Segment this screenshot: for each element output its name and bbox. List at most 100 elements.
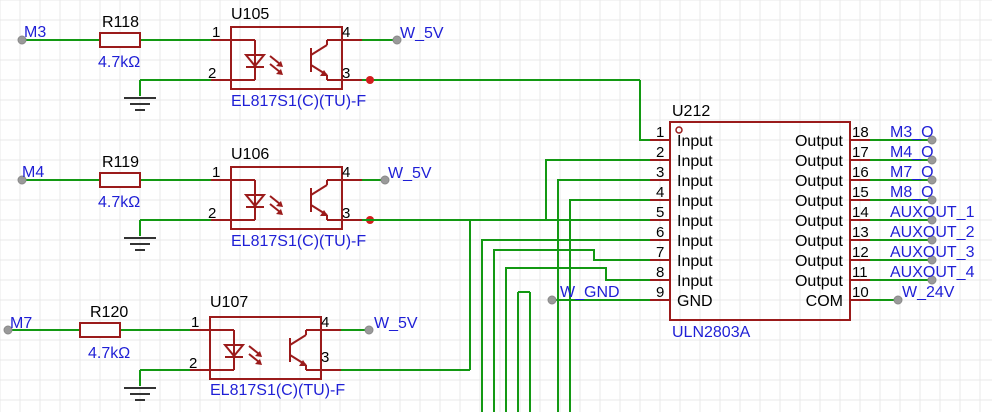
- optocoupler-u105-body[interactable]: [230, 26, 343, 90]
- pin-name: Output: [795, 213, 844, 230]
- supply-net-label: W_5V: [388, 165, 432, 182]
- phototransistor-icon: [310, 39, 342, 81]
- pin-number: 7: [656, 244, 664, 261]
- pin-number: 2: [656, 144, 664, 161]
- interconnect-wires: W_GND: [362, 80, 650, 412]
- pin-number: 10: [852, 284, 869, 301]
- optocoupler-u107-body[interactable]: [209, 316, 322, 380]
- driver-left-pins: 1Input2Input3Input4Input5Input6Input7Inp…: [650, 124, 713, 310]
- optocoupler-u107-block[interactable]: M7 R120 4.7kΩ U107 EL817S1(C)(TU)-F 1 2 …: [3, 294, 470, 401]
- optocoupler-u106-block[interactable]: M4 R119 4.7kΩ U106 EL817S1(C)(TU)-F 1 2 …: [17, 146, 432, 251]
- supply-net-label: W_5V: [374, 315, 418, 332]
- pin-number: 4: [656, 184, 664, 201]
- pin-name: Input: [677, 133, 713, 150]
- net-endpoint[interactable]: [927, 235, 937, 245]
- net-endpoint[interactable]: [17, 175, 27, 185]
- net-endpoint[interactable]: [380, 175, 390, 185]
- ground-icon: [124, 237, 156, 251]
- optocoupler-u106-body[interactable]: [230, 166, 343, 230]
- resistor-r120[interactable]: [79, 322, 121, 338]
- phototransistor-icon: [289, 329, 321, 371]
- pin-number: 3: [656, 164, 664, 181]
- pin-name: GND: [677, 293, 713, 310]
- output-net-label: AUXOUT_2: [890, 224, 975, 241]
- pin-number: 15: [852, 184, 869, 201]
- pin-number: 3: [321, 349, 329, 366]
- net-endpoint[interactable]: [927, 175, 937, 185]
- resistor-ref: R119: [102, 154, 139, 171]
- driver-ic-u212[interactable]: U212 ULN2803A 1Input2Input3Input4Input5I…: [650, 103, 975, 341]
- net-endpoint[interactable]: [17, 35, 27, 45]
- net-endpoint[interactable]: [927, 215, 937, 225]
- pin-number: 4: [321, 314, 329, 331]
- pin-number: 11: [852, 264, 868, 281]
- resistor-r119[interactable]: [99, 172, 141, 188]
- output-net-label: M7_O: [890, 164, 934, 181]
- net-endpoint[interactable]: [927, 255, 937, 265]
- pin-name: Output: [795, 193, 844, 210]
- pin-name: Input: [677, 193, 713, 210]
- pin-name: Output: [795, 173, 844, 190]
- optocoupler-u105-block[interactable]: M3 R118 4.7kΩ U105 EL817S1(C)(TU)-F 1 2 …: [17, 6, 640, 111]
- pin-name: Output: [795, 253, 844, 270]
- net-endpoint[interactable]: [927, 135, 937, 145]
- opto-part: EL817S1(C)(TU)-F: [210, 382, 345, 399]
- junction-dot: [366, 76, 374, 84]
- pin-name: Input: [677, 213, 713, 230]
- input-net-label: M3: [24, 24, 46, 41]
- pin1-marker: [675, 126, 683, 134]
- output-net-label: AUXOUT_4: [890, 264, 975, 281]
- pin-number: 3: [342, 205, 350, 222]
- opto-part: EL817S1(C)(TU)-F: [231, 233, 366, 250]
- led-icon: [231, 39, 283, 81]
- resistor-value: 4.7kΩ: [98, 54, 140, 71]
- net-endpoint[interactable]: [547, 295, 557, 305]
- pin-name: Input: [677, 153, 713, 170]
- resistor-value: 4.7kΩ: [98, 194, 140, 211]
- pin-number: 1: [656, 124, 664, 141]
- input-net-label: M4: [22, 164, 44, 181]
- net-endpoint[interactable]: [893, 295, 903, 305]
- output-net-label: M4_O: [890, 144, 934, 161]
- pin-name: Output: [795, 273, 844, 290]
- output-net-label: M3_O: [890, 124, 934, 141]
- pin-number: 12: [852, 244, 869, 261]
- pin-number: 1: [191, 314, 199, 331]
- net-endpoint[interactable]: [927, 275, 937, 285]
- resistor-r118[interactable]: [99, 32, 141, 48]
- net-endpoint[interactable]: [392, 35, 402, 45]
- net-endpoint[interactable]: [927, 195, 937, 205]
- pin-number: 2: [208, 205, 216, 222]
- pin-name: Input: [677, 273, 713, 290]
- phototransistor-icon: [310, 179, 342, 221]
- pin-name: Input: [677, 253, 713, 270]
- opto-ref: U106: [231, 146, 269, 163]
- net-endpoint[interactable]: [364, 325, 374, 335]
- pin-number: 3: [342, 65, 350, 82]
- pin-name: Output: [795, 133, 844, 150]
- pin-number: 17: [852, 144, 869, 161]
- net-endpoint[interactable]: [927, 155, 937, 165]
- pin-number: 4: [342, 24, 350, 41]
- output-net-label: M8_O: [890, 184, 934, 201]
- ground-icon: [124, 97, 156, 111]
- driver-ref: U212: [672, 103, 710, 120]
- net-endpoint[interactable]: [3, 325, 13, 335]
- pin-name: Output: [795, 153, 844, 170]
- pin-number: 2: [208, 65, 216, 82]
- pin-name: Input: [677, 233, 713, 250]
- pin-number: 13: [852, 224, 869, 241]
- resistor-ref: R118: [102, 14, 139, 31]
- output-net-label: AUXOUT_1: [890, 204, 975, 221]
- pin-number: 6: [656, 224, 664, 241]
- opto-ref: U105: [231, 6, 269, 23]
- gnd-net-label: W_GND: [560, 284, 620, 301]
- pin-number: 4: [342, 164, 350, 181]
- led-icon: [231, 179, 283, 221]
- supply-net-label: W_5V: [400, 25, 444, 42]
- pin-number: 1: [212, 24, 220, 41]
- resistor-value: 4.7kΩ: [88, 345, 130, 362]
